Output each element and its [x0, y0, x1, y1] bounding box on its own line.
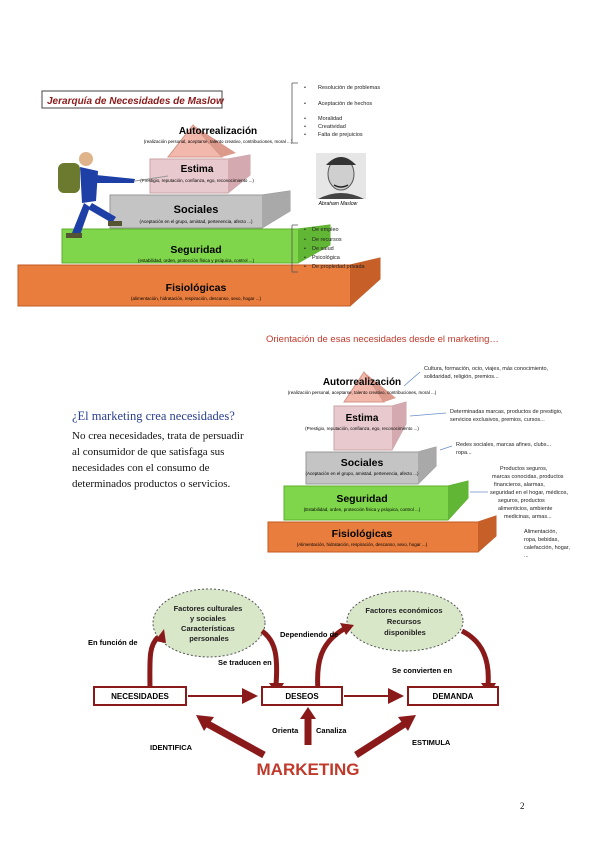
m-note-3: Redes sociales, marcas afines, clubs... …	[456, 442, 553, 456]
arrow-marketing-estimula	[354, 720, 408, 758]
top-notes-list: •Resolución de problemas •Aceptación de …	[304, 85, 382, 138]
label-dependiendo: Dependiendo de	[280, 630, 338, 639]
level-3-desc: (Aceptación en el grupo, amistad, perten…	[139, 219, 253, 224]
label-identifica: IDENTIFICA	[150, 743, 193, 752]
label-canaliza: Canaliza	[316, 726, 347, 735]
bubble-left	[152, 588, 266, 658]
level-1-label: Autorrealización	[179, 126, 257, 137]
bubble-right-text: Factores económicos Recursos disponibles	[365, 606, 444, 637]
top-note-2: Aceptación de hechos	[318, 101, 372, 107]
label-se-convierten: Se convierten en	[392, 666, 452, 675]
arrow-bubble-to-demanda	[460, 628, 491, 686]
level-4-desc: (estabilidad, orden, protección física y…	[138, 258, 255, 263]
box-demanda	[407, 686, 499, 706]
marketing-pyramid-figure: Autorrealización (realización personal, …	[267, 366, 571, 559]
maslow-pyramid-figure: Jerarquía de Necesidades de Maslow Autor…	[17, 82, 382, 307]
label-se-traducen: Se traducen en	[218, 658, 272, 667]
top-note-4: Creatividad	[318, 124, 346, 130]
level-4-label: Seguridad	[170, 244, 221, 256]
orientation-title: Orientación de esas necesidades desde el…	[266, 334, 499, 345]
level-2-desc: (Prestigio, reputación, confianza, ego, …	[140, 178, 254, 183]
top-note-3: Moralidad	[318, 116, 342, 122]
m-level-1-label: Autorrealización	[323, 377, 401, 388]
label-en-funcion: En función de	[88, 638, 138, 647]
box-necesidades	[93, 686, 187, 706]
box-necesidades-label: NECESIDADES	[111, 692, 169, 701]
m-level-5-desc: (Alimentación, hidratación, respiración,…	[297, 542, 428, 547]
m-note-2: Determinadas marcas, productos de presti…	[450, 409, 564, 423]
level-5-label: Fisiológicas	[166, 282, 227, 294]
marketing-word: MARKETING	[257, 760, 360, 779]
maslow-portrait	[316, 153, 366, 199]
marketing-flow-diagram: Factores culturales y sociales Caracterí…	[88, 588, 499, 779]
level-1-desc: (realización personal, aceptarse, talent…	[144, 139, 293, 144]
top-note-1: Resolución de problemas	[318, 85, 380, 91]
box-demanda-label: DEMANDA	[433, 692, 474, 701]
m-level-1-desc: (realización personal, aceptarse, talent…	[288, 390, 437, 395]
box-deseos-label: DESEOS	[285, 692, 319, 701]
box-deseos	[261, 686, 343, 706]
top-note-5: Falta de prejuicios	[318, 132, 363, 138]
question-body: No crea necesidades, trata de persuadir …	[72, 430, 244, 490]
m-level-5-label: Fisiológicas	[332, 528, 393, 540]
label-orienta: Orienta	[272, 726, 299, 735]
level-3-label: Sociales	[174, 204, 219, 216]
m-note-5: Alimentación, ropa, bebidas, calefacción…	[524, 529, 571, 559]
bubble-right	[346, 590, 464, 652]
m-level-4-label: Seguridad	[336, 493, 387, 505]
portrait-caption: Abraham Maslow	[318, 201, 358, 207]
arrow-bubble-to-deseos	[260, 628, 280, 686]
m-level-2-label: Estima	[346, 413, 379, 424]
m-note-1: Cultura, formación, ocio, viajes, más co…	[424, 366, 550, 380]
security-notes-list: •De empleo •De recursos •De salud •Psico…	[304, 227, 366, 270]
m-level-2-desc: (Prestigio, reputación, confianza, ego, …	[305, 426, 419, 431]
level-5-desc: (alimentación, hidratación, respiración,…	[131, 296, 262, 301]
page-number: 2	[520, 801, 525, 811]
m-level-4-desc: (Estabilidad, orden, protección física y…	[304, 507, 421, 512]
m-level-3-desc: (Aceptación en el grupo, amistad, perten…	[305, 471, 419, 476]
bubble-left-text: Factores culturales y sociales Caracterí…	[174, 604, 245, 643]
arrow-marketing-identifica	[204, 719, 266, 759]
m-level-3-label: Sociales	[341, 457, 384, 469]
level-2-label: Estima	[181, 164, 214, 175]
question-title: ¿El marketing crea necesidades?	[72, 409, 235, 423]
banner-frame	[41, 90, 223, 109]
label-estimula: ESTIMULA	[412, 738, 451, 747]
arrow-deseos-to-bubble	[315, 626, 346, 692]
pyramid-banner-title: Jerarquía de Necesidades de Maslow	[47, 96, 225, 107]
m-note-4: Productos seguros, marcas conocidas, pro…	[490, 466, 570, 520]
climber-illustration	[58, 152, 169, 238]
